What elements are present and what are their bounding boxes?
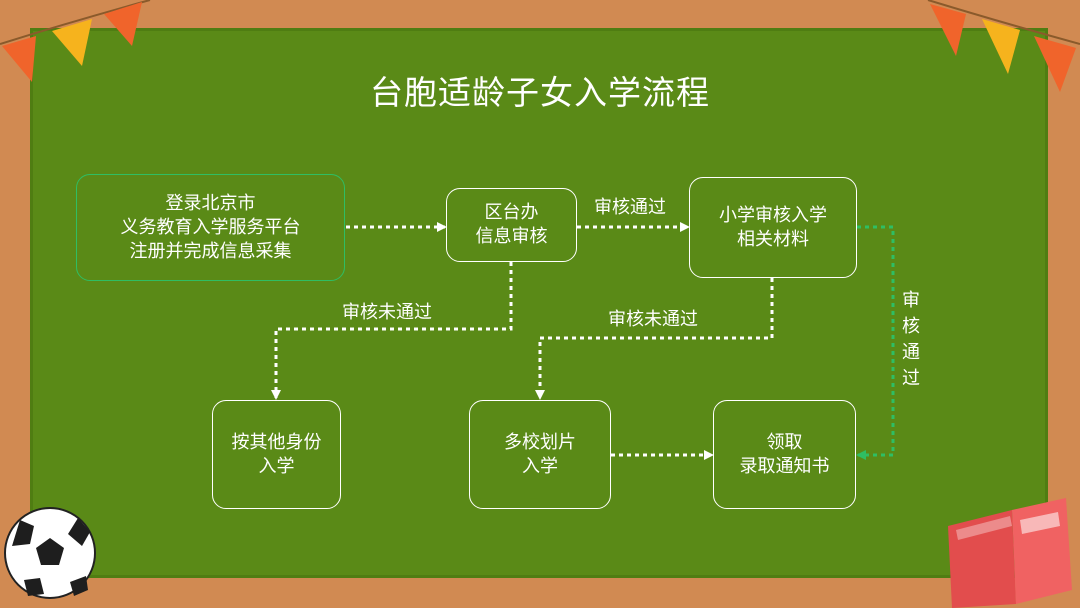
node-admission-notice: 领取 录取通知书 [713,400,856,509]
node-district-review: 区台办 信息审核 [446,188,577,262]
bunting-right-icon [927,0,1080,92]
page-title: 台胞适龄子女入学流程 [370,73,710,112]
book-icon [948,498,1072,608]
label-fail-left: 审核未通过 [342,302,432,323]
edge-district-fail [271,262,513,400]
connectors [271,222,895,460]
label-pass-top: 审核通过 [594,197,666,218]
node-multi-school: 多校划片 入学 [469,400,611,509]
node-school-review: 小学审核入学 相关材料 [689,177,857,278]
label-pass-right: 审核通过 [902,290,920,389]
node-other-identity: 按其他身份 入学 [212,400,341,509]
bunting-left-icon [0,0,151,82]
node-register: 登录北京市 义务教育入学服务平台 注册并完成信息采集 [76,174,345,281]
edge-school-pass [856,225,895,460]
label-fail-mid: 审核未通过 [608,309,698,330]
soccer-ball-icon [4,507,96,599]
chalkboard [30,28,1048,578]
edge-school-fail [535,278,774,400]
